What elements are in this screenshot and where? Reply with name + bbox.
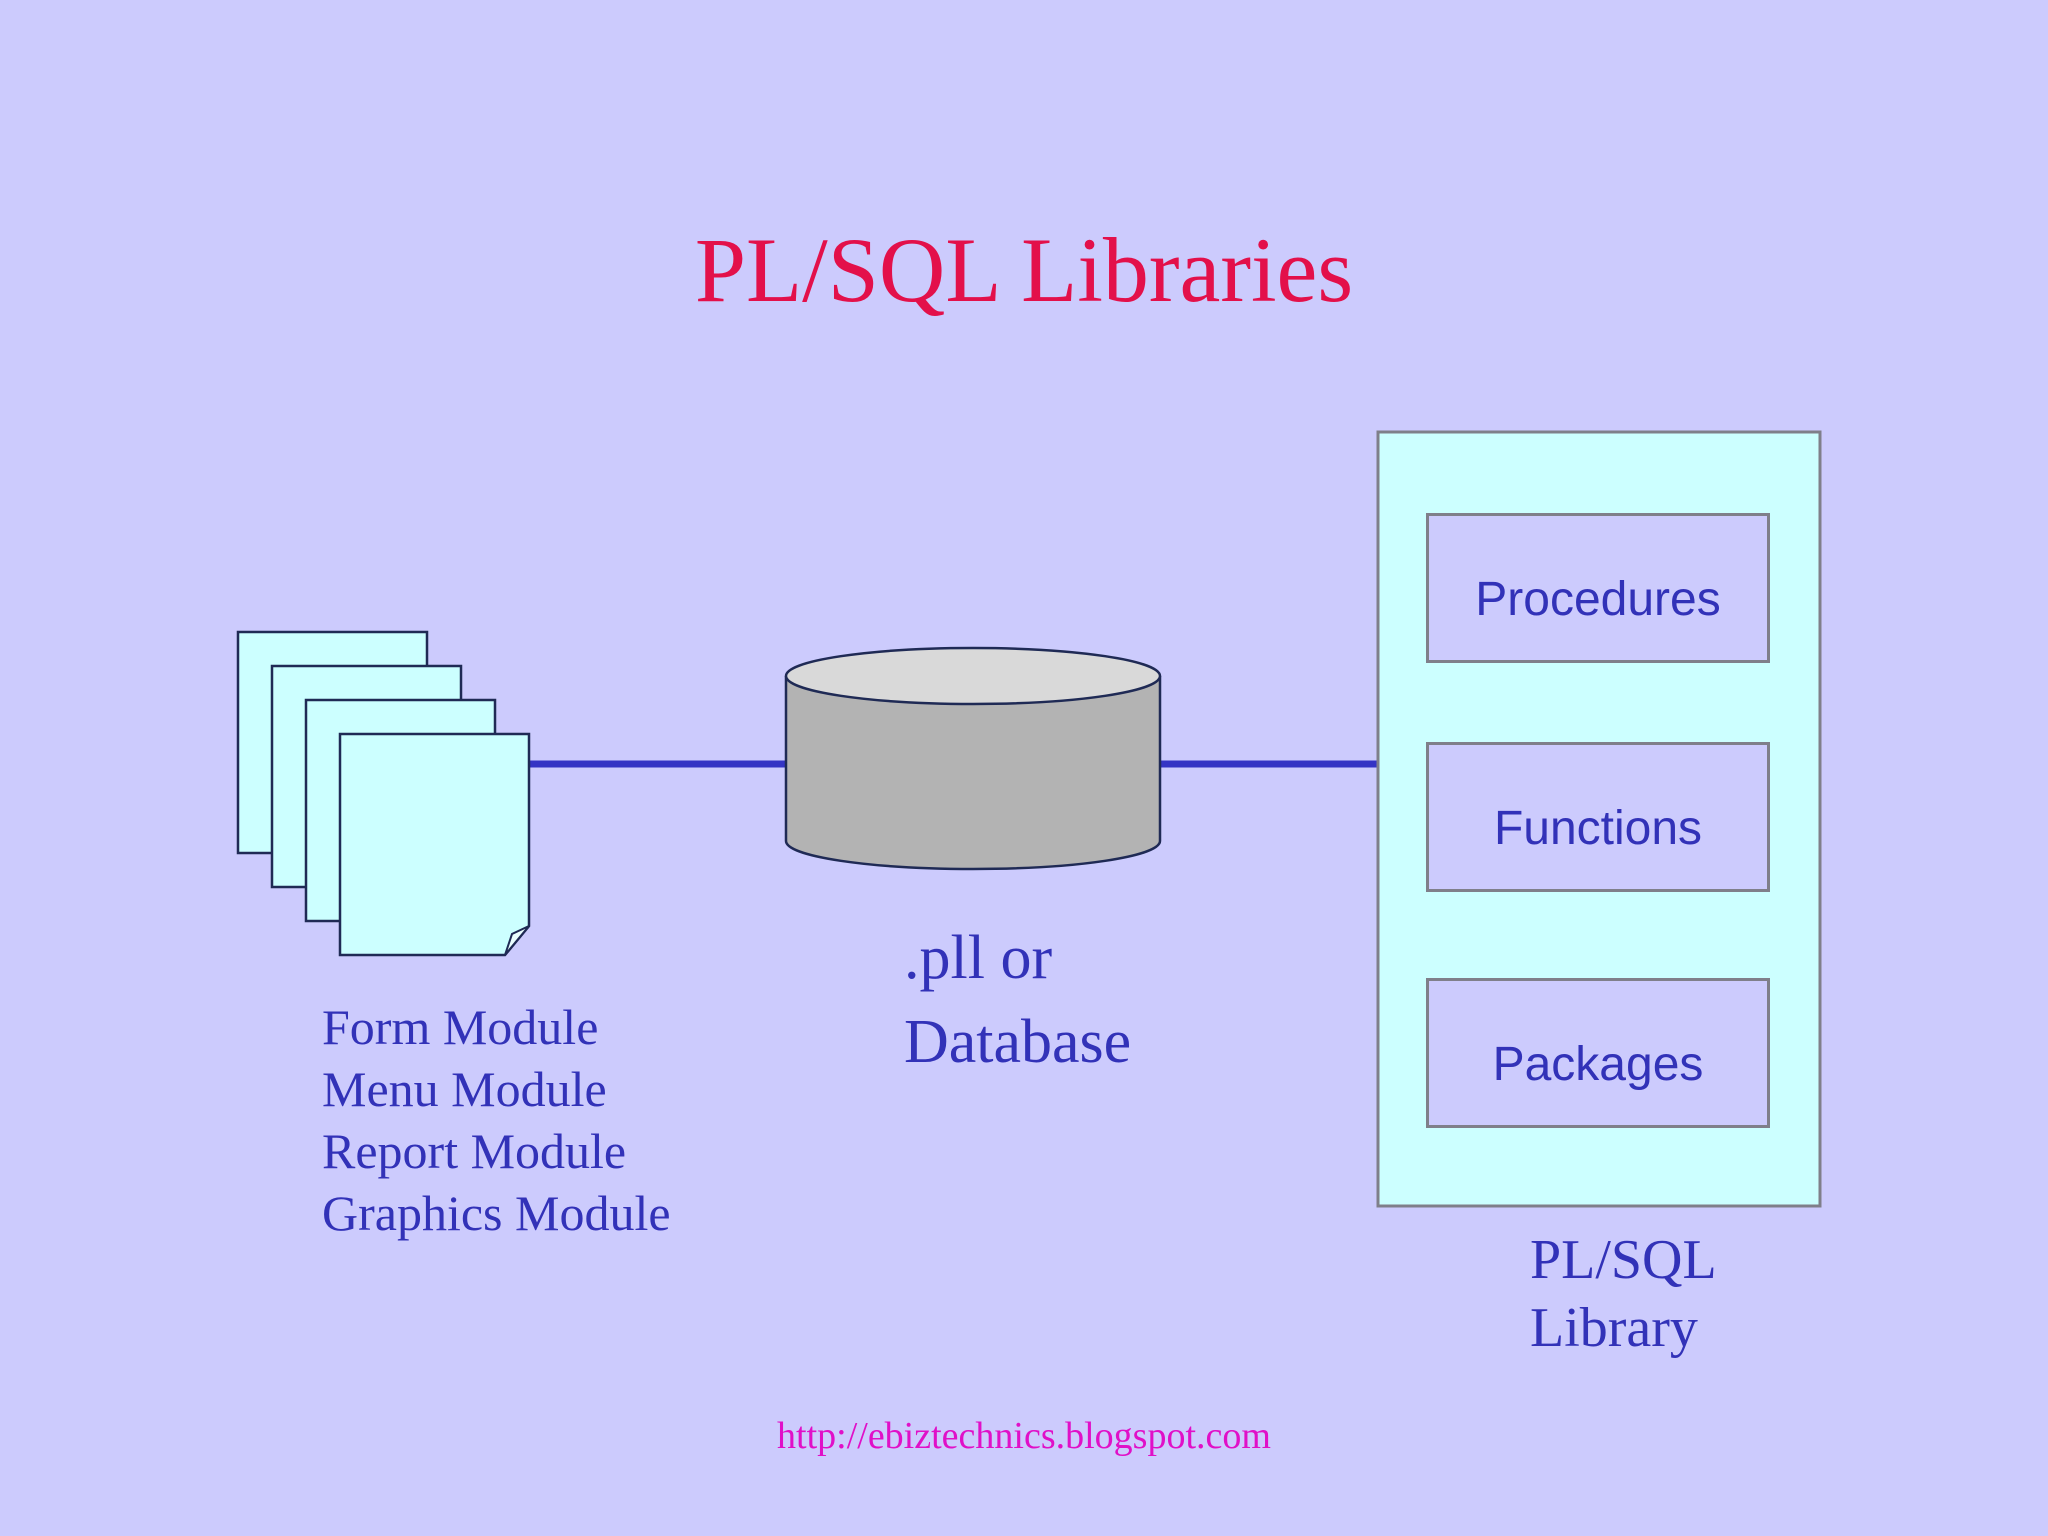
library-label-line: PL/SQL — [1530, 1229, 1717, 1291]
document-stack-icon — [236, 630, 531, 957]
module-list: Form Module Menu Module Report Module Gr… — [322, 996, 671, 1244]
module-item: Form Module — [322, 999, 599, 1055]
document-page-curl — [504, 925, 530, 956]
packages-label: Packages — [1492, 1037, 1704, 1091]
cylinder-top — [784, 646, 1162, 706]
module-item: Menu Module — [322, 1061, 607, 1117]
module-item: Graphics Module — [322, 1185, 671, 1241]
database-label-line: .pll or — [904, 924, 1053, 992]
slide-title: PL/SQL Libraries — [694, 219, 1354, 321]
footer-url: http://ebiztechnics.blogspot.com — [777, 1415, 1271, 1457]
module-item: Report Module — [322, 1123, 627, 1179]
packages-box: Packages — [1426, 978, 1770, 1128]
document-sheet-front — [338, 732, 531, 957]
database-cylinder-icon — [784, 646, 1162, 871]
library-label: PL/SQL Library — [1530, 1226, 1717, 1362]
procedures-label: Procedures — [1475, 572, 1721, 626]
functions-label: Functions — [1493, 801, 1703, 855]
cylinder-body — [784, 676, 1162, 871]
functions-box: Functions — [1426, 742, 1770, 892]
database-label-line: Database — [904, 1008, 1132, 1076]
database-label: .pll or Database — [904, 916, 1131, 1084]
procedures-box: Procedures — [1426, 513, 1770, 663]
library-label-line: Library — [1530, 1297, 1698, 1359]
